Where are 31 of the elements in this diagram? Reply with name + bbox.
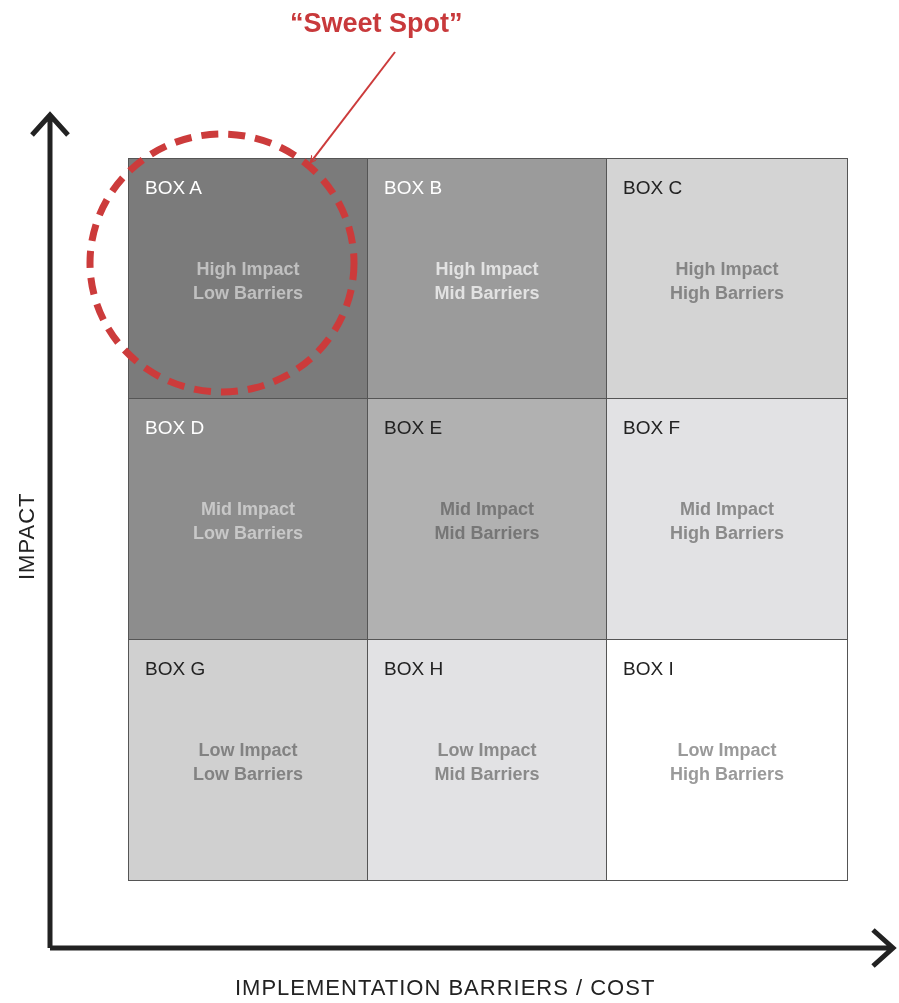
cell-title: BOX F bbox=[623, 417, 680, 439]
cell-description: High Impact High Barriers bbox=[669, 258, 785, 305]
cell-description: Mid Impact Mid Barriers bbox=[433, 498, 541, 545]
matrix-cell bbox=[606, 639, 848, 881]
arrow bbox=[309, 51, 396, 164]
cell-title: BOX H bbox=[384, 658, 444, 680]
callout-text: “Sweet Spot” bbox=[290, 8, 463, 48]
cell-description: Low Impact Low Barriers bbox=[191, 739, 304, 786]
cell-description: High Impact Low Barriers bbox=[191, 258, 304, 305]
cell-title: BOX C bbox=[623, 177, 683, 199]
cell-description: Mid Impact High Barriers bbox=[669, 498, 785, 545]
cell-title: BOX G bbox=[145, 658, 206, 680]
matrix-cell bbox=[128, 639, 368, 881]
cell-description: Mid Impact Low Barriers bbox=[191, 498, 304, 545]
matrix-cell bbox=[367, 398, 607, 640]
matrix-cell bbox=[367, 158, 607, 399]
cell-title: BOX E bbox=[384, 417, 443, 439]
matrix-cell bbox=[606, 158, 848, 399]
axis-label: IMPLEMENTATION BARRIERS / COST bbox=[235, 975, 656, 1001]
cell-description: High Impact Mid Barriers bbox=[433, 258, 541, 305]
matrix-cell bbox=[128, 158, 368, 399]
matrix-cell bbox=[128, 398, 368, 640]
cell-description: Low Impact Mid Barriers bbox=[433, 739, 541, 786]
axis-label: IMPACT bbox=[14, 492, 40, 580]
cell-title: BOX I bbox=[623, 658, 674, 680]
cell-title: BOX A bbox=[145, 177, 203, 199]
matrix-cell bbox=[606, 398, 848, 640]
cell-title: BOX D bbox=[145, 417, 205, 439]
cell-description: Low Impact High Barriers bbox=[669, 739, 785, 786]
matrix-cell bbox=[367, 639, 607, 881]
cell-title: BOX B bbox=[384, 177, 443, 199]
